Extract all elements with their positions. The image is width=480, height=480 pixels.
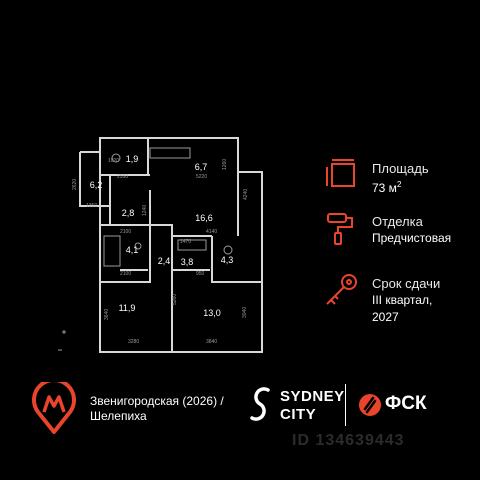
room-area: 6,7	[195, 162, 208, 172]
room-area: 4,3	[221, 255, 234, 265]
metro-m-icon	[32, 382, 76, 434]
area-frame-icon	[326, 159, 355, 187]
room-area: 13,0	[203, 308, 221, 318]
metro-station-line1: Звенигородская (2026) /	[90, 394, 224, 408]
metro-station-line2: Шелепиха	[90, 409, 147, 423]
dimension-label: 2620	[72, 179, 78, 190]
sydney-text-line1: SYDNEY	[280, 388, 345, 405]
room-area: 11,9	[119, 303, 136, 313]
sydney-city-wordmark: SYDNEY CITY	[280, 388, 345, 424]
dimension-label: 4240	[243, 189, 249, 200]
dimension-label: 5220	[196, 174, 207, 180]
room-area: 2,4	[158, 256, 171, 266]
dimension-label: 3280	[128, 339, 139, 345]
dimension-label: 3640	[104, 309, 110, 320]
room-area: 6,2	[90, 180, 103, 190]
room-area: 3,8	[181, 257, 194, 267]
dimension-label: 2100	[120, 271, 131, 277]
dimension-label: 5260	[172, 294, 178, 305]
fsk-logo-icon	[359, 394, 381, 416]
area-unit-superscript: 2	[396, 180, 402, 189]
dimension-label: 2100	[120, 229, 131, 235]
finish-label: Отделка	[372, 214, 423, 229]
brand-divider	[345, 384, 346, 426]
key-icon	[326, 274, 357, 305]
room-area: 1,9	[126, 154, 139, 164]
dimension-label: 1260	[222, 159, 228, 170]
room-area: 16,6	[195, 213, 213, 223]
dimension-label: 1240	[142, 205, 148, 216]
deadline-quarter: III квартал,	[372, 293, 433, 307]
listing-id-watermark: ID 134639443	[292, 432, 405, 449]
dimension-label: 1470	[180, 239, 191, 245]
area-label: Площадь	[372, 161, 429, 176]
area-number: 73 м	[372, 181, 397, 195]
area-value: 73 м2	[372, 176, 401, 197]
finish-value: Предчистовая	[372, 231, 452, 245]
dimension-label: 1350	[86, 203, 97, 209]
sydney-city-logo-icon	[250, 387, 270, 421]
dimension-label: 1020	[108, 158, 119, 164]
dimension-label: 4140	[206, 229, 217, 235]
deadline-year: 2027	[372, 310, 399, 324]
dimension-label: 3040	[242, 307, 248, 318]
room-area: 2,8	[122, 208, 135, 218]
sydney-text-line2: CITY	[280, 406, 317, 423]
dimension-label: 950	[196, 271, 205, 277]
dimension-label: 3840	[206, 339, 217, 345]
deadline-label: Срок сдачи	[372, 276, 441, 291]
fsk-wordmark: ФСК	[385, 393, 427, 414]
room-area: 4,1	[126, 245, 139, 255]
dimension-label: 2550	[117, 174, 128, 180]
floor-plan: 1,9 6,7 6,2 2,8 16,6 4,1 2,4 3,8 4,3 11,…	[58, 137, 263, 353]
paint-roller-icon	[327, 213, 353, 245]
metro-stations: Звенигородская (2026) / Шелепиха	[90, 394, 224, 424]
